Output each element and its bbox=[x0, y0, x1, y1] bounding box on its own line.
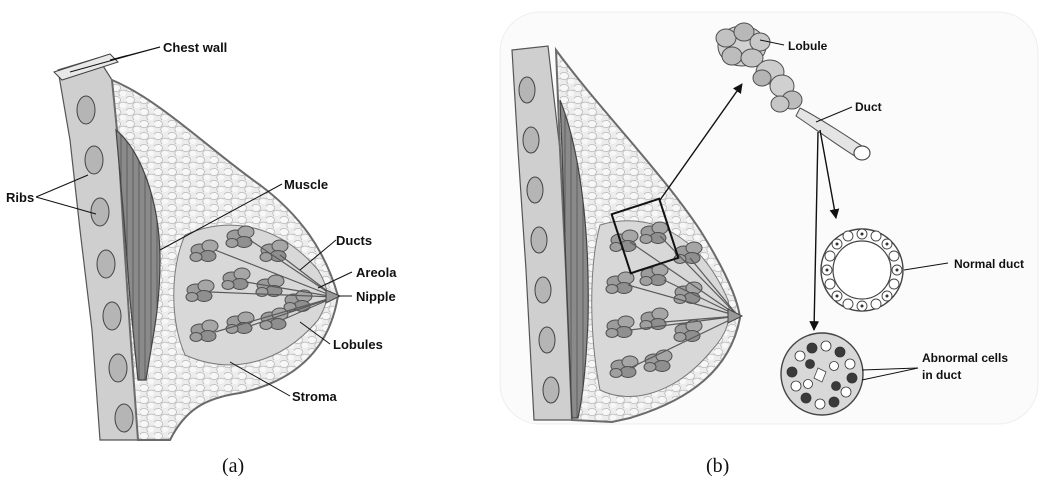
label-lobules: Lobules bbox=[333, 337, 383, 352]
abnormal-duct-cross-section bbox=[781, 333, 863, 415]
duct-opening bbox=[854, 146, 870, 160]
label-chest-wall: Chest wall bbox=[163, 40, 227, 55]
label-abnormal-in-duct: in duct bbox=[922, 368, 961, 382]
panel-b: Lobule Duct Normal duct Abnormal cells i… bbox=[500, 12, 1038, 477]
label-ribs: Ribs bbox=[6, 190, 34, 205]
label-normal-duct: Normal duct bbox=[954, 257, 1024, 271]
label-areola: Areola bbox=[356, 265, 397, 280]
caption-b: (b) bbox=[706, 455, 729, 477]
label-abnormal-cells: Abnormal cells bbox=[922, 351, 1008, 365]
label-stroma: Stroma bbox=[292, 389, 338, 404]
normal-duct-cross-section bbox=[821, 229, 903, 311]
caption-a: (a) bbox=[222, 455, 244, 477]
label-duct: Duct bbox=[855, 100, 882, 114]
label-ducts: Ducts bbox=[336, 233, 372, 248]
label-nipple: Nipple bbox=[356, 289, 396, 304]
panel-a: Chest wall Ribs Muscle Ducts Areola Nipp… bbox=[6, 40, 397, 477]
label-muscle: Muscle bbox=[284, 177, 328, 192]
label-lobule: Lobule bbox=[788, 39, 828, 53]
